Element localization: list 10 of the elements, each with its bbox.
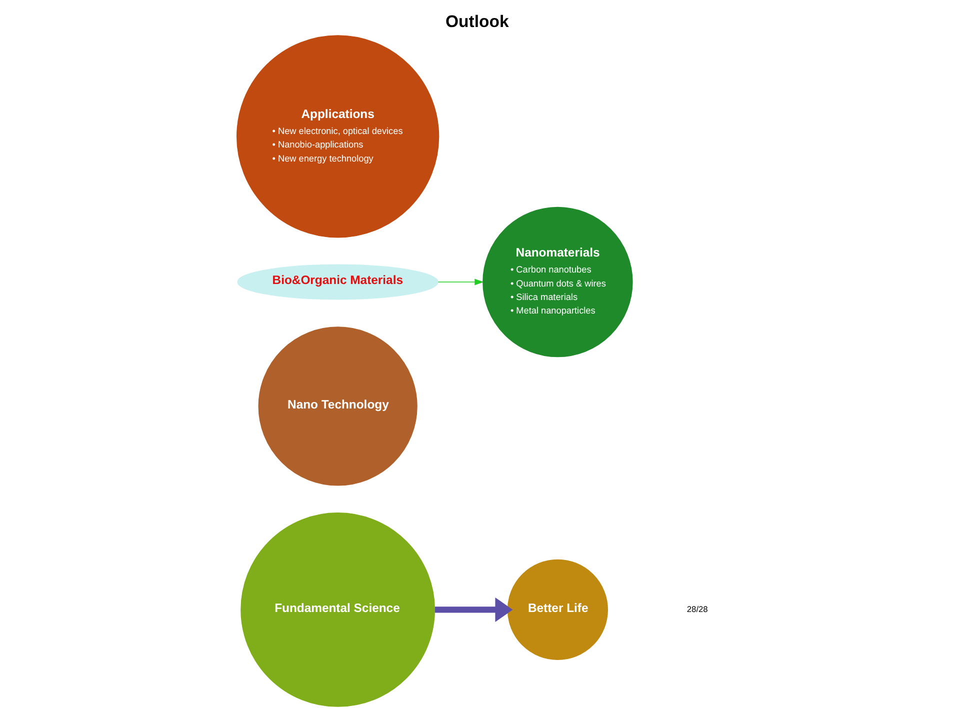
arrow (434, 597, 513, 622)
label: 28/28 (686, 604, 708, 614)
node-circle: Better Life (507, 559, 608, 660)
node-circle: Nano Technology (258, 326, 418, 486)
arrow (438, 278, 484, 286)
node-circle: Fundamental Science (240, 512, 436, 707)
node-circle: Applications • New electronic, optical devices • Nanobio-applications • New energy technology (236, 35, 440, 238)
node-circle: Nanomaterials • Carbon nanotubes • Quantum dots & wires • Silica materials • Metal nanoparticles (482, 206, 633, 358)
node-ellipse: Bio&Organic Materials (237, 264, 438, 300)
diagram-title: Outlook (445, 12, 509, 31)
